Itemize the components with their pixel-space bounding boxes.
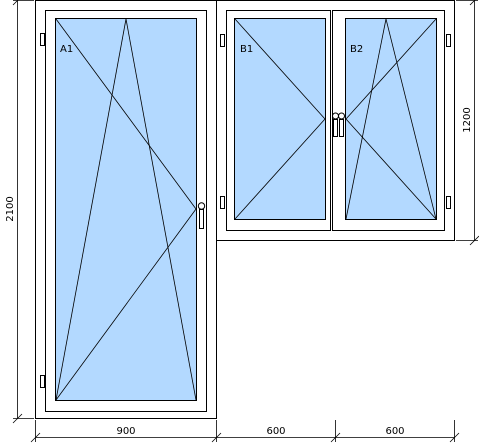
bottom-dimension-line — [30, 420, 460, 443]
door-handle — [197, 202, 206, 229]
door-tilt-line-right — [125, 18, 197, 401]
sash-label-a1: A1 — [60, 44, 73, 55]
dimension-height-door: 2100 — [5, 196, 16, 221]
b2-handle — [338, 112, 345, 137]
b1-handle — [332, 112, 339, 137]
b1-glass-pane — [234, 18, 326, 220]
b2-turn-line-bottom — [345, 118, 437, 220]
door-turn-line-bottom — [55, 208, 197, 401]
right-dimension-line — [456, 0, 479, 246]
b1-turn-line-bottom — [234, 118, 326, 220]
b2-tilt-line-right — [385, 18, 437, 220]
dimension-width-door: 900 — [116, 426, 135, 437]
b1-hinge-bottom — [220, 196, 225, 209]
sash-label-b2: B2 — [350, 44, 363, 55]
b2-hinge-top — [446, 34, 451, 47]
b2-turn-line-top — [345, 18, 437, 120]
sash-label-b1: B1 — [240, 44, 253, 55]
door-hinge-bottom — [40, 375, 45, 388]
dimension-width-b2: 600 — [385, 426, 404, 437]
window-unit — [216, 0, 455, 241]
dimension-height-window: 1200 — [462, 107, 473, 132]
b1-turn-line-top — [234, 18, 326, 120]
balcony-door-unit — [35, 0, 217, 419]
door-hinge-top — [40, 33, 45, 46]
b1-hinge-top — [220, 34, 225, 47]
door-turn-line-top — [55, 18, 197, 210]
left-dimension-line — [12, 0, 34, 424]
door-glass-pane — [55, 18, 197, 401]
door-tilt-line-left — [55, 18, 127, 401]
dimension-width-b1: 600 — [266, 426, 285, 437]
b2-glass-pane — [345, 18, 437, 220]
b2-hinge-bottom — [446, 196, 451, 209]
b2-tilt-line-left — [345, 18, 387, 220]
